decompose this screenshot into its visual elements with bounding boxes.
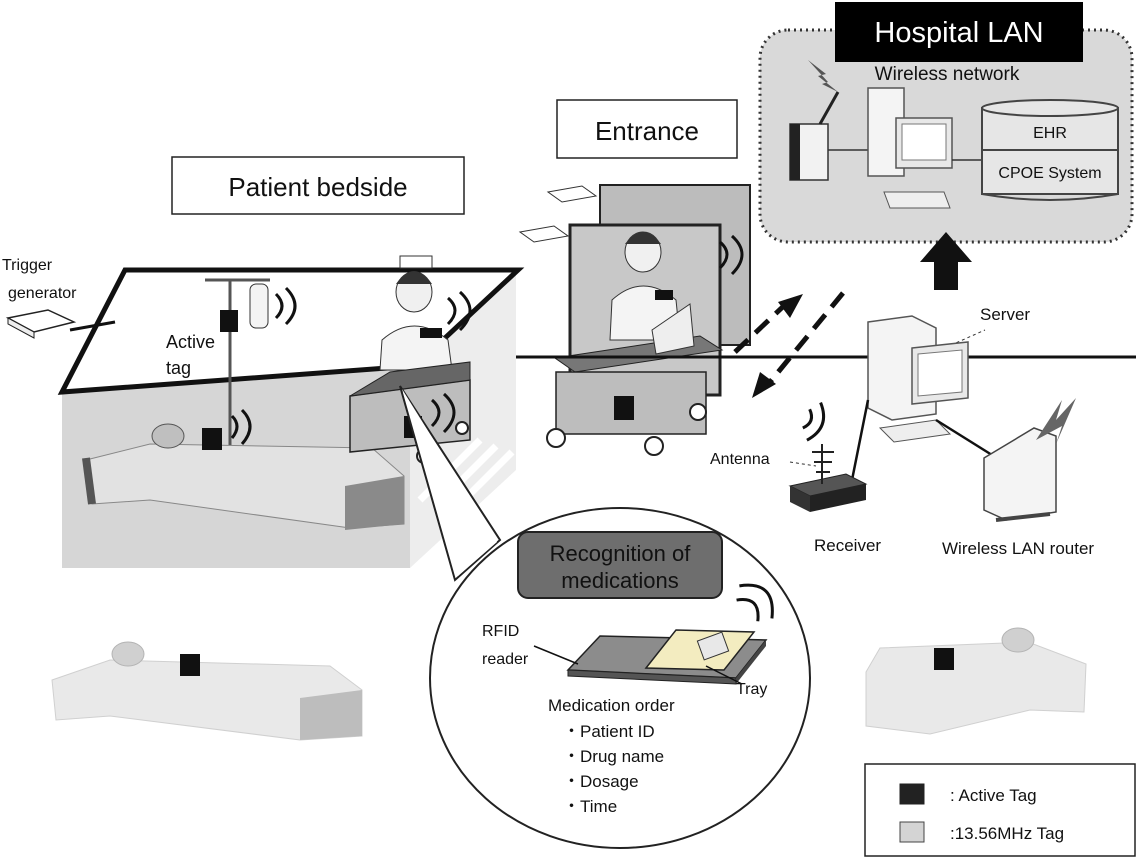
iv-bag-icon	[249, 283, 269, 329]
medication-cart-entrance	[546, 303, 724, 456]
wireless-router-icon	[983, 398, 1076, 522]
nurse-bedside-icon	[379, 255, 453, 371]
access-point-icon	[789, 91, 840, 181]
order-item: ・Drug name	[563, 747, 664, 766]
recognition-title-box	[517, 531, 723, 599]
laptop-icon	[651, 303, 695, 355]
active-tag-marker	[655, 290, 673, 300]
wireless-lan-router-label: Wireless LAN router	[942, 539, 1094, 558]
receiver-label: Receiver	[814, 536, 881, 555]
active-tag-marker	[202, 428, 222, 450]
order-item: ・Time	[563, 797, 617, 816]
tray-icon	[644, 629, 756, 671]
lower-left-bed	[51, 641, 363, 741]
legend-active-label: : Active Tag	[950, 786, 1037, 805]
signal-waves-icon	[230, 408, 252, 445]
patient-head-icon	[151, 423, 185, 449]
lower-right-bed	[865, 627, 1087, 735]
upload-arrow-icon	[920, 232, 972, 290]
recognition-title-line2: medications	[561, 568, 678, 593]
active-tag-label-line2: tag	[166, 358, 191, 378]
active-tag-marker	[220, 310, 238, 332]
hospital-lan-title-box	[835, 2, 1083, 62]
signal-waves-icon	[446, 290, 472, 332]
signal-waves-icon	[802, 402, 826, 442]
medication-order-title: Medication order	[548, 696, 675, 715]
uplink-arrow	[733, 298, 792, 354]
legend-active-swatch	[899, 783, 925, 805]
hospital-lan-title: Hospital LAN	[874, 17, 1043, 49]
order-item: ・Dosage	[563, 772, 639, 791]
uplink-arrow-head-icon	[778, 294, 803, 318]
patient-bedside-label: Patient bedside	[228, 172, 407, 202]
entrance-label-box	[556, 99, 738, 159]
lan-computer-icon	[867, 87, 953, 209]
hospital-lan-group: Hospital LAN Wireless network EHR CPOE S…	[758, 2, 1134, 290]
cpoe-label: CPOE System	[998, 165, 1101, 182]
recognition-callout: Recognition of medications RFID reader T…	[399, 385, 811, 849]
downlink-arrow	[768, 291, 845, 384]
trigger-label-line2: generator	[8, 285, 77, 302]
wireless-network-label: Wireless network	[875, 64, 1020, 85]
rfid-reader-label-line1: RFID	[482, 623, 519, 640]
patient-bedside-label-box	[171, 156, 465, 215]
trigger-cable	[69, 320, 116, 332]
active-tag-marker	[420, 328, 442, 338]
active-tag-label-line1: Active	[166, 332, 215, 352]
server-group: Server Wireless LAN router Anten	[710, 305, 1094, 558]
tray-label: Tray	[736, 681, 767, 698]
active-tag-marker	[180, 654, 200, 676]
legend: : Active Tag :13.56MHz Tag	[864, 763, 1136, 857]
entrance-label: Entrance	[595, 116, 699, 146]
active-tag-marker	[614, 396, 634, 420]
downlink-arrow-head-icon	[752, 372, 776, 398]
antenna-label: Antenna	[710, 451, 770, 468]
signal-waves-icon	[718, 234, 744, 276]
server-computer-icon	[867, 315, 969, 443]
signal-waves-icon	[736, 583, 774, 622]
legend-mhz-swatch	[899, 821, 925, 843]
gate-antenna-icon	[518, 225, 570, 243]
active-tag-marker	[934, 648, 954, 670]
trigger-label-line1: Trigger	[2, 257, 53, 274]
recognition-title-line1: Recognition of	[550, 541, 692, 566]
ehr-label: EHR	[1033, 125, 1067, 142]
signal-waves-icon	[430, 392, 456, 434]
wireless-signal-icon	[808, 60, 838, 92]
order-item: ・Patient ID	[563, 722, 655, 741]
server-label: Server	[980, 305, 1030, 324]
database-icon	[981, 99, 1119, 201]
signal-waves-icon	[274, 286, 297, 326]
gate-antenna-icon	[546, 185, 598, 203]
patient-bed-icon	[82, 423, 405, 530]
entrance-group: Entrance	[518, 99, 751, 456]
wireless-signal-icon	[1036, 398, 1076, 444]
receiver-icon	[788, 444, 868, 512]
patient-bedside-group: Patient bedside Trigger generator Active…	[2, 156, 525, 568]
legend-mhz-label: :13.56MHz Tag	[950, 824, 1064, 843]
rfid-reader-label-line2: reader	[482, 651, 529, 668]
